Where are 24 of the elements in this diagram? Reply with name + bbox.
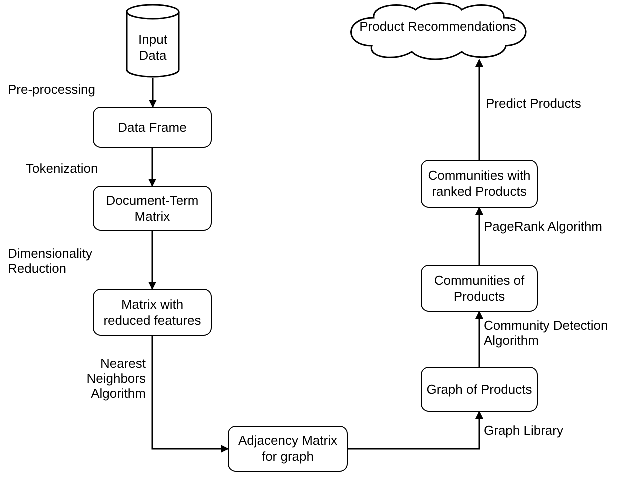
- process-box: Data Frame: [93, 107, 212, 148]
- edge-label: Tokenization: [26, 161, 100, 176]
- edge-label: Predict Products: [486, 96, 582, 111]
- arrow: [476, 207, 484, 265]
- edge-label: Nearest Neighbors Algorithm: [86, 356, 146, 401]
- edge-label: Pre-processing: [8, 82, 96, 97]
- process-box: Matrix with reduced features: [93, 289, 212, 336]
- edge-label: PageRank Algorithm: [484, 219, 604, 234]
- arrow: [348, 411, 484, 450]
- process-box: Communities with ranked Products: [421, 160, 538, 208]
- process-box: Document-Term Matrix: [93, 186, 212, 231]
- edge-label: Dimensionality Reduction: [8, 246, 94, 276]
- arrow: [476, 59, 484, 160]
- arrow: [148, 148, 156, 187]
- process-box: Graph of Products: [421, 367, 538, 412]
- arrow: [148, 231, 156, 290]
- edge-label: Graph Library: [484, 423, 564, 438]
- edge-label: Community Detection Algorithm: [484, 318, 610, 348]
- database-cylinder: Input Data: [126, 4, 180, 78]
- arrow: [476, 311, 484, 367]
- arrow: [149, 78, 157, 108]
- process-box: Communities of Products: [421, 265, 538, 312]
- process-box: Adjacency Matrix for graph: [228, 426, 348, 472]
- arrow: [152, 336, 229, 453]
